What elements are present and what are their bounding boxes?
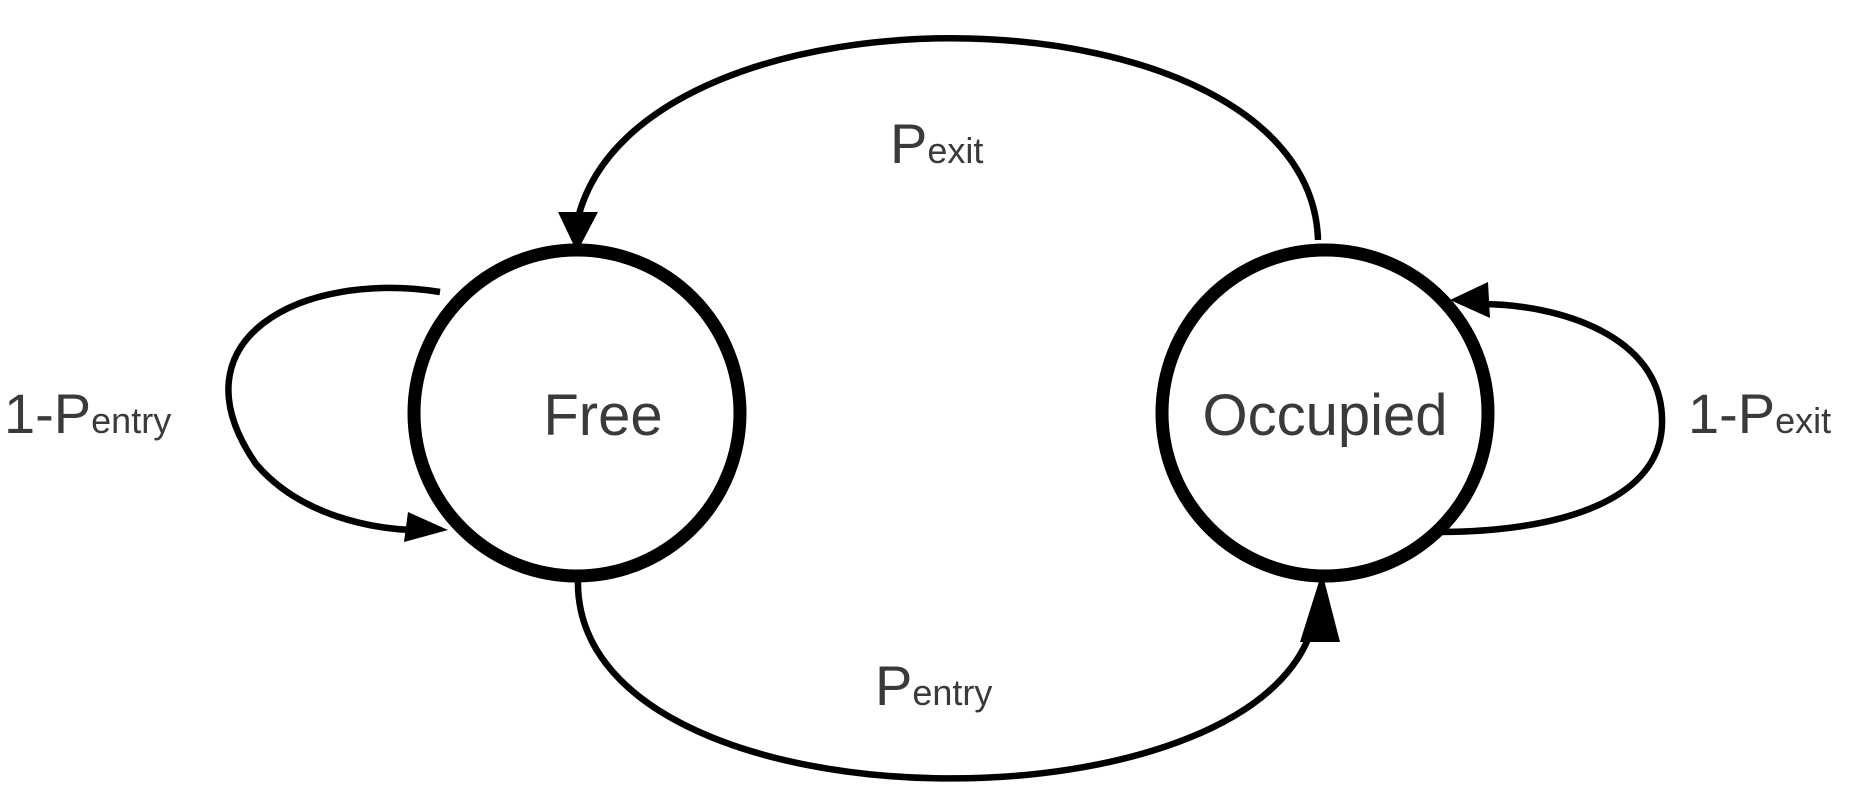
state-free-circle — [407, 243, 747, 583]
label-subscript: entry — [912, 672, 992, 713]
label-subscript: exit — [927, 130, 983, 171]
edge-label-free-to-occupied: Pentry — [875, 654, 992, 717]
state-free-label: Free — [543, 383, 662, 448]
self-loop-free — [225, 284, 448, 542]
arrowhead-occupied-loop — [1450, 282, 1490, 318]
state-free: Free — [407, 243, 747, 583]
edge-label-occupied-self-loop: 1-Pexit — [1688, 382, 1831, 445]
arrowhead-free-loop — [404, 512, 448, 542]
label-prefix: 1- — [4, 382, 54, 445]
label-subscript: exit — [1775, 400, 1831, 441]
state-occupied-circle — [1155, 243, 1495, 583]
state-occupied-label: Occupied — [1202, 383, 1447, 448]
label-subscript: entry — [91, 400, 171, 441]
label-base: P — [1738, 382, 1775, 445]
edge-label-free-self-loop: 1-Pentry — [4, 382, 171, 445]
label-base: P — [54, 382, 91, 445]
state-occupied: Occupied — [1155, 243, 1495, 583]
edge-occupied-to-free — [558, 35, 1322, 252]
arrowhead-into-occupied — [1300, 572, 1340, 642]
arrowhead-into-free — [558, 212, 598, 252]
label-base: P — [875, 654, 912, 717]
self-loop-occupied — [1437, 282, 1666, 536]
edge-label-occupied-to-free: Pexit — [890, 112, 983, 175]
label-prefix: 1- — [1688, 382, 1738, 445]
edge-free-to-occupied — [574, 572, 1340, 782]
label-base: P — [890, 112, 927, 175]
